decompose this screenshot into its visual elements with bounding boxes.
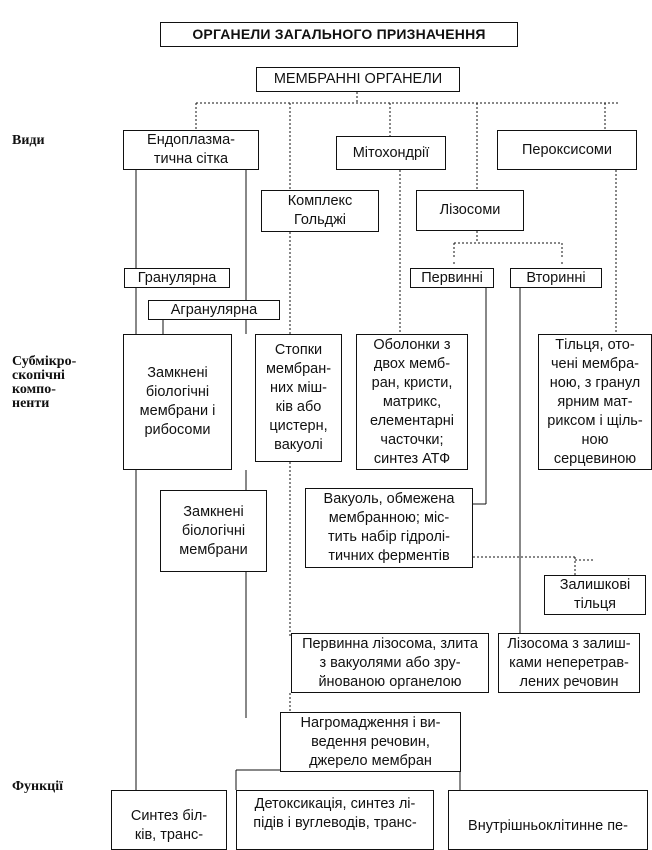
- function-digestion-box: Внутрішньоклітинне пе-: [448, 790, 648, 850]
- solid-connectors: [135, 170, 521, 790]
- lyso-residue-box: Лізосома з залиш- ками неперетрав- лених…: [498, 633, 640, 693]
- secondary-box: Вторинні: [510, 268, 602, 288]
- lyso-box: Лізосоми: [416, 190, 524, 231]
- residual-bodies-box: Залишкові тільця: [544, 575, 646, 615]
- golgi-box: Комплекс Гольджі: [261, 190, 379, 232]
- er-agranular-components: Замкнені біологічні мембрани: [160, 490, 267, 572]
- lyso-fused-box: Первинна лізосома, злита з вакуолями або…: [291, 633, 489, 693]
- function-detox-box: Детоксикація, синтез лі- підів і вуглево…: [236, 790, 434, 850]
- er-box: Ендоплазма- тична сітка: [123, 130, 259, 170]
- mito-components: Оболонки з двох мемб- ран, кристи, матри…: [356, 334, 468, 470]
- golgi-accumulation-box: Нагромадження і ви- ведення речовин, дже…: [280, 712, 461, 772]
- mito-box: Мітохондрії: [336, 136, 446, 170]
- title-box: ОРГАНЕЛИ ЗАГАЛЬНОГО ПРИЗНАЧЕННЯ: [160, 22, 518, 47]
- agranular-box: Агранулярна: [148, 300, 280, 320]
- golgi-components: Стопки мембран- них міш- ків або цистерн…: [255, 334, 342, 462]
- perox-box: Пероксисоми: [497, 130, 637, 170]
- side-label-kinds: Види: [12, 133, 45, 148]
- primary-box: Первинні: [410, 268, 494, 288]
- function-protein-box: Синтез біл- ків, транс-: [111, 790, 227, 850]
- lyso-primary-components: Вакуоль, обмежена мембранною; міс- тить …: [305, 488, 473, 568]
- side-label-components: Субмікро- скопічні компо- ненти: [12, 354, 77, 411]
- dotted-connectors: [195, 92, 620, 720]
- root-box: МЕМБРАННІ ОРГАНЕЛИ: [256, 67, 460, 92]
- side-label-functions: Функції: [12, 779, 64, 794]
- er-granular-components: Замкнені біологічні мембрани і рибосоми: [123, 334, 232, 470]
- granular-box: Гранулярна: [124, 268, 230, 288]
- perox-components: Тільця, ото- чені мембра- ною, з гранул …: [538, 334, 652, 470]
